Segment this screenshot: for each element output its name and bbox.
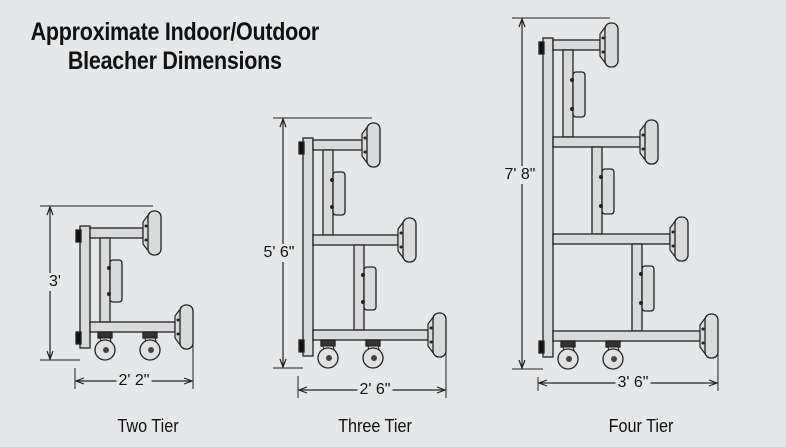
width-dimension-arrowheads	[537, 379, 719, 387]
bolt	[107, 292, 111, 296]
bolt	[144, 238, 148, 242]
bolt	[399, 231, 403, 235]
wheel-hub	[611, 356, 617, 362]
bolt	[399, 245, 403, 249]
riser-post	[99, 237, 111, 323]
bolt	[176, 332, 180, 336]
seat-plank	[402, 217, 417, 263]
bolt	[599, 175, 603, 179]
seat-plank	[674, 216, 689, 262]
bolt	[601, 36, 605, 40]
back-panel	[109, 259, 123, 303]
tier-arm	[89, 227, 144, 239]
bolt	[570, 107, 574, 111]
tier-arm	[552, 39, 601, 51]
tier-arm	[312, 234, 399, 246]
title-line-2: Bleacher Dimensions	[67, 47, 282, 75]
riser-post	[562, 49, 574, 138]
seat-plank	[432, 312, 447, 358]
width-dimension-arrowheads	[297, 386, 447, 394]
riser-post	[322, 149, 334, 236]
riser-post	[353, 244, 365, 331]
four-tier-width-label: 3' 6"	[615, 374, 651, 392]
back-panel	[641, 265, 655, 312]
seat-plank	[644, 119, 659, 165]
back-panel	[363, 266, 377, 311]
post-bumper	[75, 229, 82, 243]
wheel-hub	[103, 347, 109, 353]
post-bumper	[538, 41, 545, 55]
riser-post	[631, 243, 643, 332]
tier-arm	[312, 139, 363, 151]
wheel-hub	[148, 347, 154, 353]
caster-plate	[605, 340, 621, 348]
bolt	[639, 301, 643, 305]
bolt	[363, 136, 367, 140]
bolt	[107, 266, 111, 270]
wheel-hub	[566, 356, 572, 362]
post-bumper	[298, 339, 305, 353]
seat-plank	[366, 122, 381, 168]
back-panel	[601, 168, 615, 215]
back-panel	[572, 71, 586, 118]
bolt	[701, 341, 705, 345]
tier-arm	[89, 321, 176, 333]
three-tier-width-label: 2' 6"	[357, 381, 393, 399]
bolt	[144, 224, 148, 228]
caster-plate	[97, 331, 113, 339]
width-dimension-arrowheads	[74, 377, 194, 385]
post-bumper	[538, 340, 545, 354]
two-tier-height-label: 3'	[47, 273, 63, 291]
four-tier-caption: Four Tier	[608, 416, 674, 436]
tier-arm	[552, 330, 701, 342]
bolt	[601, 50, 605, 54]
tier-arm	[312, 329, 429, 341]
bolt	[330, 205, 334, 209]
seat-plank	[179, 304, 194, 350]
two-tier-caption: Two Tier	[117, 416, 179, 436]
bolt	[639, 272, 643, 276]
post-bumper	[298, 141, 305, 155]
post-bumper	[75, 331, 82, 345]
caster-plate	[320, 339, 336, 347]
height-dimension-arrowheads	[518, 17, 526, 370]
bolt	[570, 78, 574, 82]
bolt	[641, 147, 645, 151]
bolt	[363, 150, 367, 154]
tier-arm	[552, 136, 641, 148]
height-dimension-arrowheads	[46, 205, 54, 361]
page-title: Approximate Indoor/Outdoor Bleacher Dime…	[20, 18, 330, 76]
bolt	[641, 133, 645, 137]
wheel-hub	[326, 355, 332, 361]
bolt	[671, 244, 675, 248]
main-post	[302, 137, 314, 357]
bolt	[671, 230, 675, 234]
bolt	[330, 178, 334, 182]
bolt	[176, 318, 180, 322]
caster-plate	[142, 331, 158, 339]
seat-plank	[704, 313, 719, 359]
main-post	[79, 225, 91, 349]
two-tier-width-label: 2' 2"	[116, 372, 152, 390]
bolt	[599, 204, 603, 208]
seat-plank	[147, 210, 162, 256]
bolt	[429, 326, 433, 330]
riser-post	[591, 146, 603, 235]
height-dimension-arrowheads	[279, 117, 287, 369]
bolt	[701, 327, 705, 331]
caster-plate	[365, 339, 381, 347]
back-panel	[332, 171, 346, 216]
three-tier-height-label: 5' 6"	[261, 244, 297, 262]
wheel-hub	[371, 355, 377, 361]
seat-plank	[604, 22, 619, 68]
tier-arm	[552, 233, 671, 245]
main-post	[542, 37, 554, 358]
four-tier-height-label: 7' 8"	[502, 166, 538, 184]
caster-plate	[560, 340, 576, 348]
three-tier-caption: Three Tier	[338, 416, 412, 436]
bolt	[361, 273, 365, 277]
bolt	[429, 340, 433, 344]
title-line-1: Approximate Indoor/Outdoor	[30, 18, 320, 46]
bolt	[361, 300, 365, 304]
